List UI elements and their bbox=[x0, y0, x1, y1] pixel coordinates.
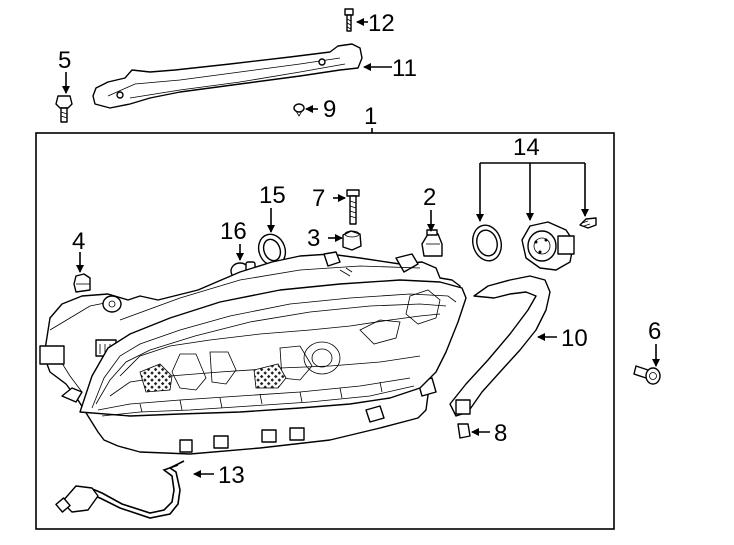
callout-11: 11 bbox=[392, 55, 417, 82]
clip-9 bbox=[293, 103, 305, 117]
callout-14: 14 bbox=[513, 134, 540, 161]
clip-8 bbox=[457, 423, 471, 439]
callout-5: 5 bbox=[58, 47, 71, 74]
callout-9: 9 bbox=[323, 96, 336, 123]
callout-3: 3 bbox=[307, 225, 320, 252]
screw-12 bbox=[344, 8, 354, 32]
leader-lines bbox=[62, 18, 660, 478]
callout-2: 2 bbox=[423, 184, 436, 211]
seal-ring-15 bbox=[257, 233, 287, 267]
bolt-7 bbox=[346, 189, 360, 225]
callout-16: 16 bbox=[220, 218, 247, 245]
bolt-5 bbox=[55, 95, 73, 123]
callout-1: 1 bbox=[364, 103, 377, 130]
screw-14 bbox=[579, 217, 597, 229]
seal-ring-14 bbox=[471, 224, 503, 262]
bolt-6 bbox=[633, 365, 661, 385]
bracket-part bbox=[92, 43, 363, 109]
harness-13 bbox=[55, 460, 185, 519]
grommet-2 bbox=[421, 229, 443, 257]
strip-10 bbox=[449, 275, 551, 417]
callout-12: 12 bbox=[368, 10, 395, 37]
control-module-14 bbox=[521, 221, 575, 271]
nut-3 bbox=[342, 230, 362, 251]
callout-10: 10 bbox=[561, 325, 588, 352]
assembly-frame bbox=[35, 132, 615, 530]
callout-6: 6 bbox=[648, 318, 661, 345]
callout-8: 8 bbox=[494, 420, 507, 447]
callout-4: 4 bbox=[72, 228, 85, 255]
callout-15: 15 bbox=[259, 182, 286, 209]
callout-13: 13 bbox=[218, 462, 245, 489]
headlamp-housing bbox=[39, 251, 467, 455]
grommet-4 bbox=[73, 273, 91, 293]
callout-7: 7 bbox=[312, 185, 325, 212]
